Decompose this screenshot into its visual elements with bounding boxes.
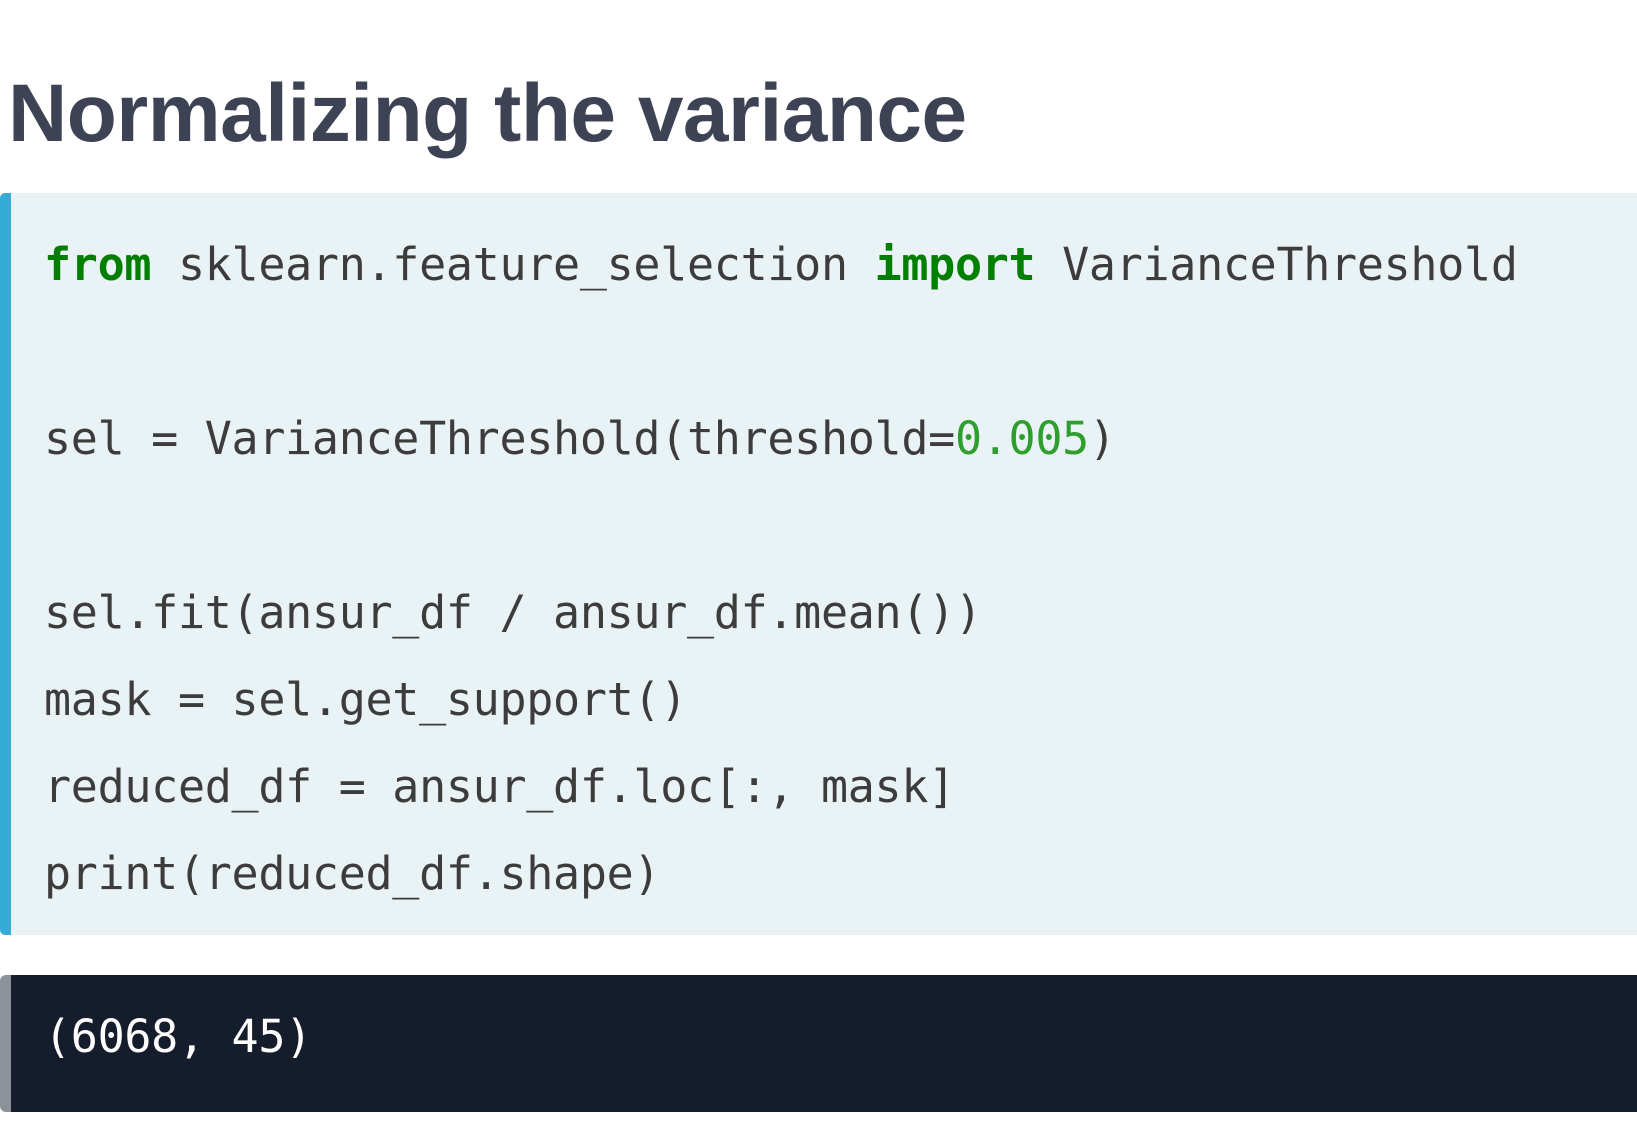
code-line: sel = VarianceThreshold(threshold=0.005) xyxy=(44,395,1637,482)
code-token-plain: mask = sel.get_support() xyxy=(44,673,688,726)
code-line: reduced_df = ansur_df.loc[:, mask] xyxy=(44,743,1637,830)
code-line: sel.fit(ansur_df / ansur_df.mean()) xyxy=(44,569,1637,656)
code-token-plain: sel = VarianceThreshold(threshold= xyxy=(44,412,955,465)
code-token-plain: sel.fit(ansur_df / ansur_df.mean()) xyxy=(44,586,982,639)
code-token-plain: sklearn.feature_selection xyxy=(151,238,875,291)
code-line-blank xyxy=(44,308,1637,395)
code-token-keyword: import xyxy=(874,238,1036,291)
output-line: (6068, 45) xyxy=(44,1010,312,1063)
code-output-block: (6068, 45) xyxy=(0,975,1637,1112)
code-lines-container: from sklearn.feature_selection import Va… xyxy=(11,193,1637,917)
code-line: from sklearn.feature_selection import Va… xyxy=(44,221,1637,308)
code-line: mask = sel.get_support() xyxy=(44,656,1637,743)
page-title: Normalizing the variance xyxy=(8,67,967,159)
output-lines-container: (6068, 45) xyxy=(11,975,1637,1067)
code-token-plain: VarianceThreshold xyxy=(1035,238,1518,291)
code-line-blank xyxy=(44,482,1637,569)
code-token-plain: reduced_df = ansur_df.loc[:, mask] xyxy=(44,760,955,813)
code-token-keyword: from xyxy=(44,238,152,291)
code-block: from sklearn.feature_selection import Va… xyxy=(0,193,1637,935)
code-token-number: 0.005 xyxy=(954,412,1089,465)
code-token-plain: print(reduced_df.shape) xyxy=(44,847,661,900)
code-token-plain: ) xyxy=(1088,412,1116,465)
code-line: print(reduced_df.shape) xyxy=(44,830,1637,917)
